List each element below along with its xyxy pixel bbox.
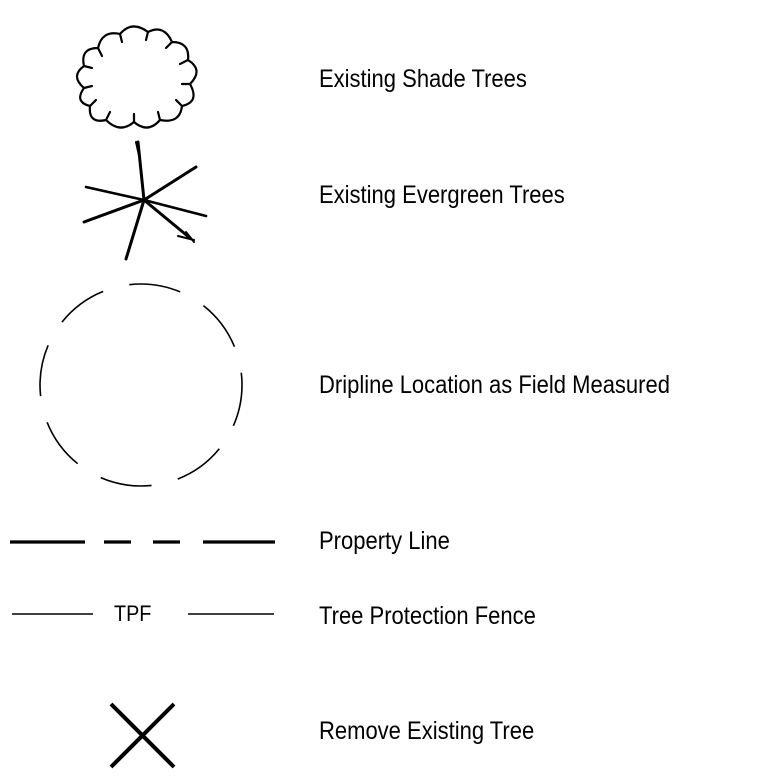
legend-label-dripline: Dripline Location as Field Measured — [319, 371, 670, 399]
legend-label-evergreen-trees: Existing Evergreen Trees — [319, 181, 565, 209]
legend-label-property-line: Property Line — [319, 527, 450, 555]
legend-label-shade-trees: Existing Shade Trees — [319, 65, 527, 93]
dripline-circle-icon — [39, 283, 243, 487]
evergreen-tree-icon — [82, 140, 208, 261]
fence-symbol-text: TPF — [114, 601, 152, 626]
shade-tree-icon — [75, 25, 198, 129]
legend-label-tree-protection-fence: Tree Protection Fence — [319, 602, 536, 630]
remove-tree-icon — [109, 702, 176, 769]
legend-label-remove-tree: Remove Existing Tree — [319, 717, 535, 745]
